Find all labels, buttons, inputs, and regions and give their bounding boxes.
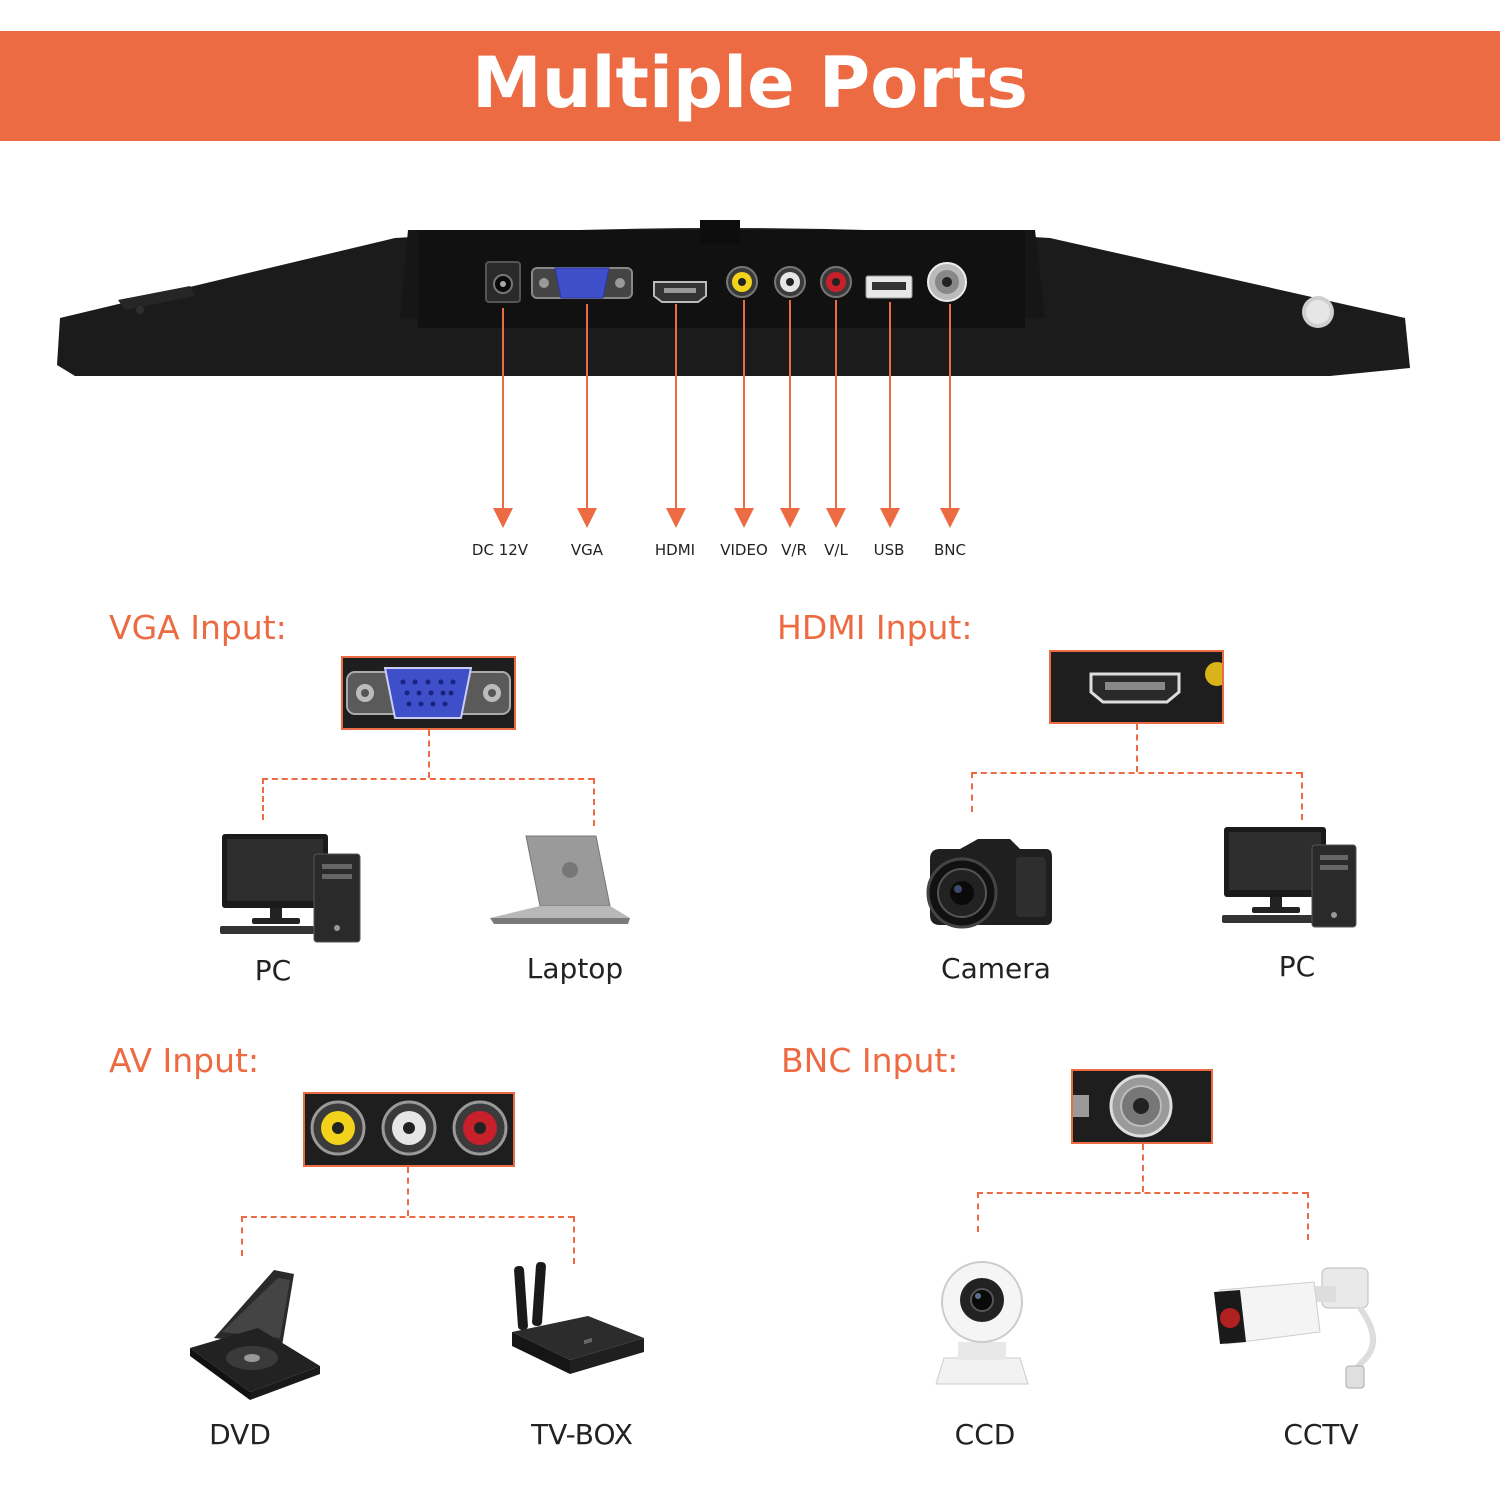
av-input-title: AV Input: xyxy=(109,1041,260,1080)
cctv-camera-icon xyxy=(1214,1267,1376,1389)
av-device-dvd-label: DVD xyxy=(209,1418,271,1451)
hdmi-port-icon xyxy=(1089,662,1222,704)
monitor-bottom-view xyxy=(57,220,1410,528)
port-label-hdmi: HDMI xyxy=(654,541,696,559)
desktop-pc-icon xyxy=(220,834,361,943)
rca-yellow-icon xyxy=(726,266,758,298)
hdmi-device-camera-label: Camera xyxy=(941,952,1051,985)
hdmi-device-pc-label: PC xyxy=(1278,950,1316,983)
vga-device-pc-label: PC xyxy=(254,954,292,987)
rca-red-icon xyxy=(820,266,852,298)
port-label-dc: DC 12V xyxy=(471,541,529,559)
bnc-port-thumbnail xyxy=(1071,1069,1213,1144)
port-label-usb: USB xyxy=(873,541,905,559)
bnc-port-icon xyxy=(1073,1074,1173,1138)
bnc-port-icon xyxy=(927,262,967,302)
hdmi-port-thumbnail xyxy=(1049,650,1224,724)
usb-port-icon xyxy=(865,275,913,299)
vga-input-title: VGA Input: xyxy=(109,608,287,647)
page-title: Multiple Ports xyxy=(472,42,1028,124)
desktop-pc-icon xyxy=(1222,827,1357,928)
vga-port-icon xyxy=(346,667,511,719)
vga-port-thumbnail xyxy=(341,656,516,730)
rca-white-icon xyxy=(774,266,806,298)
laptop-icon xyxy=(490,835,630,924)
vga-port-icon xyxy=(531,267,633,299)
dslr-camera-icon xyxy=(926,839,1052,929)
vga-device-laptop-label: Laptop xyxy=(526,952,624,985)
hdmi-input-title: HDMI Input: xyxy=(777,608,973,647)
port-label-bnc: BNC xyxy=(934,541,966,559)
dc-jack-icon xyxy=(485,261,521,303)
rca-ports-icon xyxy=(310,1100,508,1156)
bnc-device-cctv-label: CCTV xyxy=(1283,1418,1359,1451)
ccd-camera-icon xyxy=(935,1261,1029,1385)
av-device-tvbox-label: TV-BOX xyxy=(531,1418,633,1451)
port-label-vr: V/R xyxy=(781,541,807,559)
av-port-thumbnail xyxy=(303,1092,515,1167)
header-banner: Multiple Ports xyxy=(0,31,1500,141)
hdmi-port-icon xyxy=(653,281,707,303)
dvd-player-icon xyxy=(190,1270,320,1400)
rca-yellow-icon xyxy=(310,1100,366,1156)
bnc-input-title: BNC Input: xyxy=(781,1041,959,1080)
rca-red-icon xyxy=(452,1100,508,1156)
rca-white-icon xyxy=(381,1100,437,1156)
bnc-device-ccd-label: CCD xyxy=(954,1418,1016,1451)
port-label-video: VIDEO xyxy=(720,541,768,559)
tv-box-icon xyxy=(512,1262,644,1374)
port-label-vl: V/L xyxy=(824,541,848,559)
port-label-vga: VGA xyxy=(570,541,604,559)
